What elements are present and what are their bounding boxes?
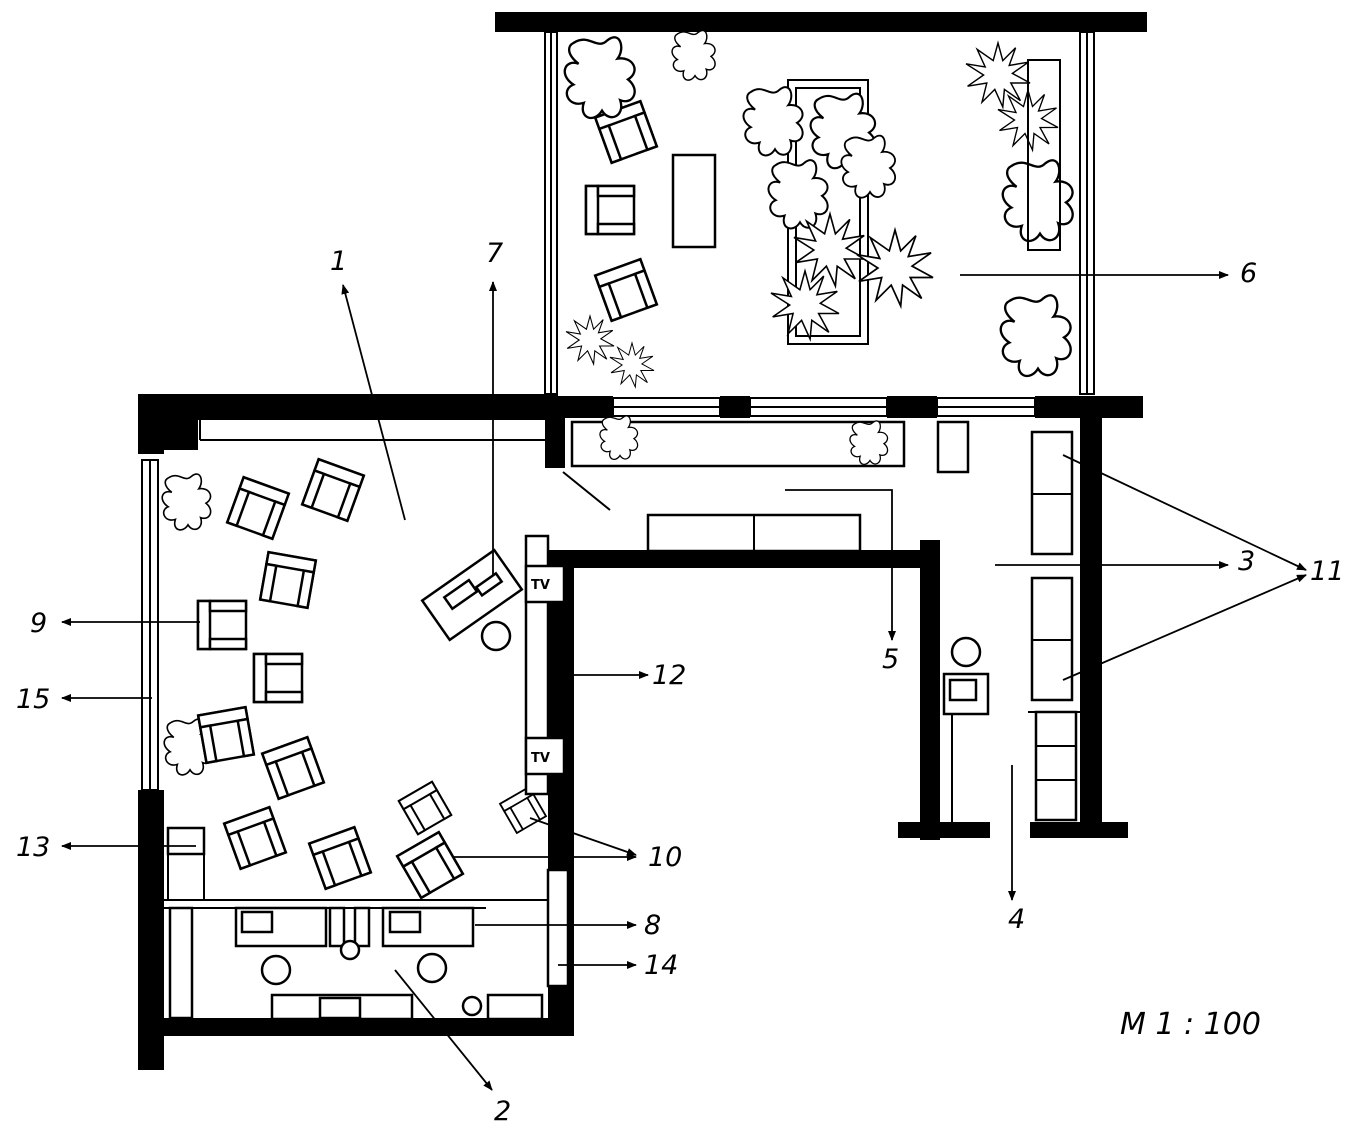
lobby [562, 415, 1086, 822]
label-7: 7 [486, 238, 503, 269]
label-10: 10 [648, 842, 682, 873]
label-15: 15 [16, 684, 50, 715]
label-5: 5 [882, 644, 899, 675]
label-3: 3 [1238, 546, 1255, 577]
label-4: 4 [1008, 904, 1025, 935]
winter-garden-glazing [141, 31, 1095, 791]
leader-lines [61, 271, 1307, 1091]
label-8: 8 [644, 910, 661, 941]
label-6: 6 [1240, 258, 1257, 289]
main-hall: TV TV [161, 457, 570, 988]
label-1: 1 [330, 246, 347, 277]
tv-label-2: TV [531, 751, 550, 766]
label-14: 14 [644, 950, 678, 981]
label-13: 13 [16, 832, 50, 863]
office [164, 899, 548, 1021]
label-2: 2 [494, 1096, 511, 1127]
label-12: 12 [652, 660, 686, 691]
label-11: 11 [1310, 556, 1344, 587]
labels: 1 7 6 3 11 5 12 4 10 8 14 9 15 13 2 M 1 … [16, 238, 1344, 1127]
winter-garden [563, 29, 1074, 388]
tv-label-1: TV [531, 578, 550, 593]
label-9: 9 [30, 608, 47, 639]
scale-label: M 1 : 100 [1120, 1007, 1261, 1042]
